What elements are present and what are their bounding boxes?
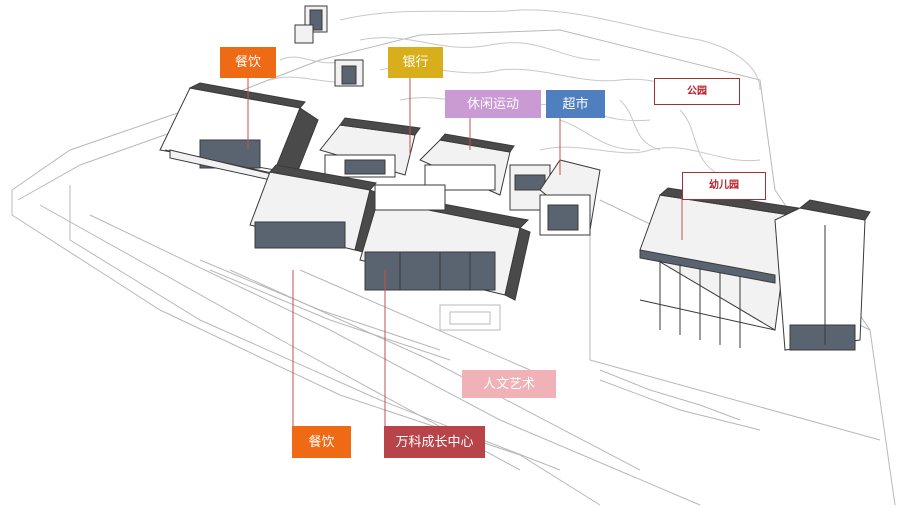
label-vanke: 万科成长中心: [384, 426, 485, 458]
small-towers: [294, 5, 364, 87]
label-gongyuan: 公园: [654, 78, 740, 105]
plaza-paving: [199, 259, 761, 431]
label-renwen: 人文艺术: [462, 370, 556, 398]
central-buildings: [249, 117, 601, 301]
leader-lines: [247, 78, 683, 430]
label-canyin-top: 餐饮: [220, 47, 276, 78]
label-youeryuan: 幼儿园: [682, 172, 766, 200]
label-canyin-bottom: 餐饮: [292, 426, 351, 458]
label-xiuxian: 休闲运动: [445, 90, 541, 118]
label-yinhang: 银行: [388, 47, 443, 78]
label-chaoshi: 超市: [546, 90, 605, 118]
left-pavilion: [159, 82, 319, 183]
kindergarten-building: [639, 187, 871, 351]
